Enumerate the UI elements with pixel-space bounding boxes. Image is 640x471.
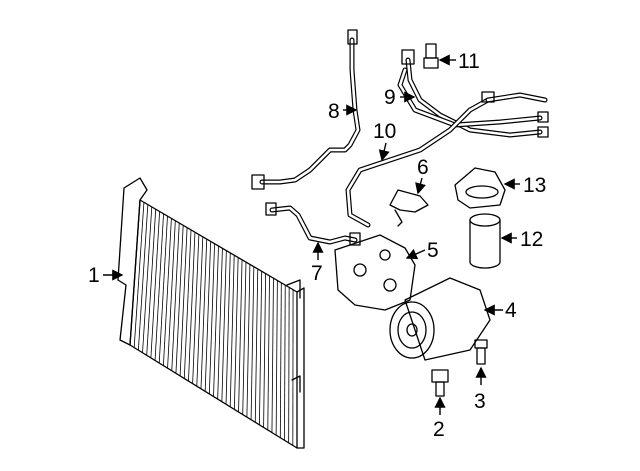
condenser-fin [263,273,266,428]
condenser-fin [229,255,235,407]
svg-text:13: 13 [523,174,546,197]
condenser-fin [163,218,172,366]
callout-12: 12 [500,228,543,251]
bolt-2 [431,369,449,397]
condenser-fin [158,216,168,364]
svg-text:10: 10 [373,120,396,143]
condenser-fin [133,202,145,348]
callout-2: 2 [433,396,446,441]
condenser-fin [221,250,227,402]
condenser-fin [238,259,243,412]
condenser-fin [233,257,239,410]
condenser-fin [204,241,212,392]
callout-7: 7 [311,241,324,285]
svg-text:4: 4 [505,299,517,322]
condenser-fin [259,271,263,425]
callout-3: 3 [474,366,487,413]
pressure-switch [423,43,439,69]
condenser-fin [196,236,204,387]
callout-5: 5 [405,239,439,262]
callout-1: 1 [88,264,124,287]
hose-10 [345,91,548,228]
condenser-fin [246,264,251,418]
receiver-drier [469,213,501,269]
svg-text:2: 2 [433,418,445,441]
condenser-fin [171,222,180,371]
condenser-fin [183,229,192,379]
condenser-fin [279,282,282,438]
condenser-fin [225,252,231,405]
callout-8: 8 [328,100,358,123]
callout-10: 10 [373,120,396,162]
condenser-fin [192,234,200,384]
condenser-fin [288,287,290,443]
condenser-fin [217,248,223,400]
condenser-fin [154,213,164,361]
condenser-fin [242,262,247,415]
condenser-fin [200,239,208,389]
condenser [117,177,305,449]
svg-text:7: 7 [311,262,323,285]
condenser-fin [267,275,270,430]
condenser-fin [213,245,219,397]
condenser-fin [179,227,188,376]
bolt-3 [474,339,488,365]
compressor-bracket [334,234,416,311]
condenser-fin [275,280,278,436]
condenser-fin [271,278,274,433]
compressor [389,277,491,361]
hose-7 [265,202,361,246]
condenser-fin [208,243,215,394]
svg-text:8: 8 [328,100,340,123]
bracket-6 [389,189,429,227]
callout-4: 4 [483,299,517,322]
condenser-fin [250,266,255,420]
callout-13: 13 [503,174,546,197]
condenser-fins [133,202,294,446]
hose-9 [397,49,549,138]
svg-text:5: 5 [427,239,439,262]
svg-text:3: 3 [474,390,486,413]
condenser-fin [142,206,153,353]
hose-8 [251,29,361,190]
svg-text:9: 9 [384,86,396,109]
callout-9: 9 [384,86,416,109]
svg-text:11: 11 [458,50,480,73]
condenser-fin [284,285,286,441]
condenser-fin [146,209,157,356]
condenser-fin [150,211,161,358]
condenser-fin [254,268,259,423]
condenser-fin [175,225,184,374]
svg-text:1: 1 [88,264,100,287]
svg-text:12: 12 [520,228,543,251]
drier-cover [454,167,506,209]
callout-6: 6 [415,156,429,195]
condenser-fin [188,232,196,382]
condenser-fin [137,204,149,351]
callout-11: 11 [438,50,480,73]
svg-text:6: 6 [417,156,429,179]
condenser-fin [167,220,176,369]
